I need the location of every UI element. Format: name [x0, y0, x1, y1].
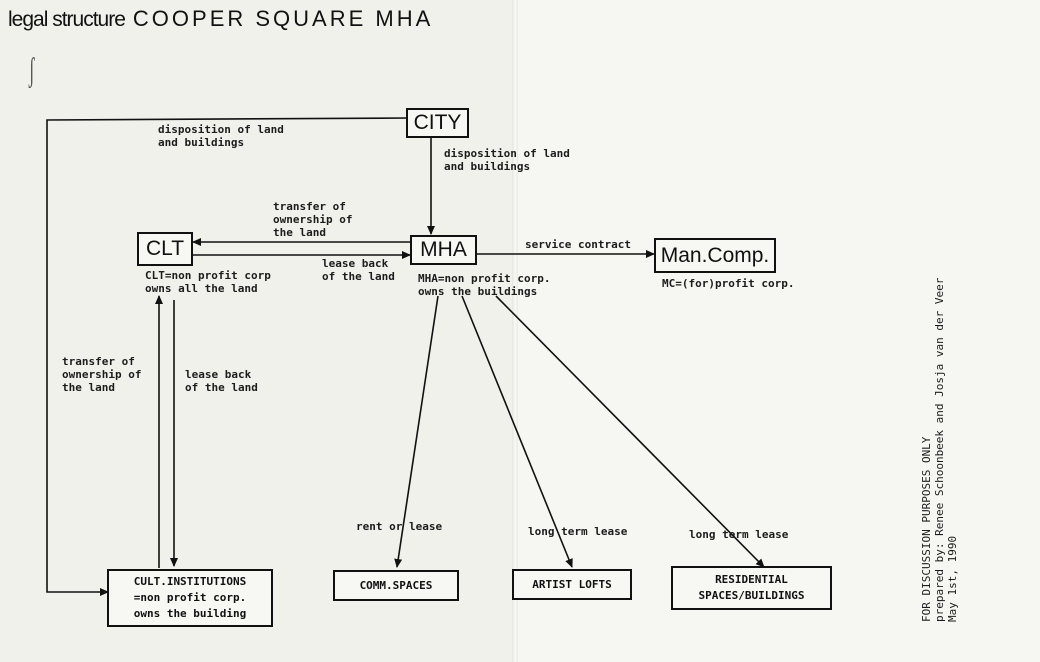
label-disposition-right: disposition of land and buildings [444, 147, 570, 173]
label-lease-back-left: lease back of the land [185, 368, 258, 394]
label-transfer-ownership-left: transfer of ownership of the land [62, 355, 142, 394]
line-mha-to-comm [394, 295, 439, 568]
title-legal-structure: legal structure [8, 8, 126, 31]
clt-box: CLT [137, 232, 193, 266]
line-mha-to-artist [461, 295, 573, 568]
label-disposition-left: disposition of land and buildings [158, 123, 284, 149]
label-transfer-ownership-top: transfer of ownership of the land [273, 200, 353, 239]
label-service-contract: service contract [525, 238, 631, 251]
city-box: CITY [406, 108, 469, 138]
label-long-term-lease-2: long term lease [689, 528, 789, 541]
label-clt-description: CLT=non profit corp owns all the land [145, 269, 271, 295]
comm-spaces-box: COMM.SPACES [333, 570, 459, 601]
label-mha-description: MHA=non profit corp. owns the buildings [418, 272, 551, 298]
label-rent-or-lease: rent or lease [356, 520, 443, 533]
pen-mark: ʃ [28, 52, 35, 89]
mha-box: MHA [410, 235, 477, 265]
side-note: FOR DISCUSSION PURPOSES ONLY prepared by… [920, 278, 959, 622]
mancomp-box: Man.Comp. [654, 238, 776, 273]
page-right [515, 0, 1040, 662]
label-lease-back-mid: lease back of the land [322, 257, 395, 283]
residential-box: RESIDENTIAL SPACES/BUILDINGS [671, 566, 832, 610]
page-fold [512, 0, 518, 662]
side-note-line2: prepared by: Renee Schoonbeek and Josja … [933, 277, 946, 622]
label-mc-description: MC=(for)profit corp. [662, 277, 795, 290]
side-note-line1: FOR DISCUSSION PURPOSES ONLY [920, 436, 933, 622]
title-cooper-square: COOPER SQUARE MHA [132, 6, 434, 31]
artist-lofts-box: ARTIST LOFTS [512, 569, 632, 600]
line-mha-to-residential [495, 295, 765, 568]
cult-institutions-box: CULT.INSTITUTIONS =non profit corp. owns… [107, 569, 273, 627]
line-city-to-cult [46, 117, 409, 596]
diagram-title: legal structure COOPER SQUARE MHA [8, 6, 433, 32]
label-long-term-lease-1: long term lease [528, 525, 628, 538]
side-note-line3: May 1st, 1990 [946, 535, 959, 622]
